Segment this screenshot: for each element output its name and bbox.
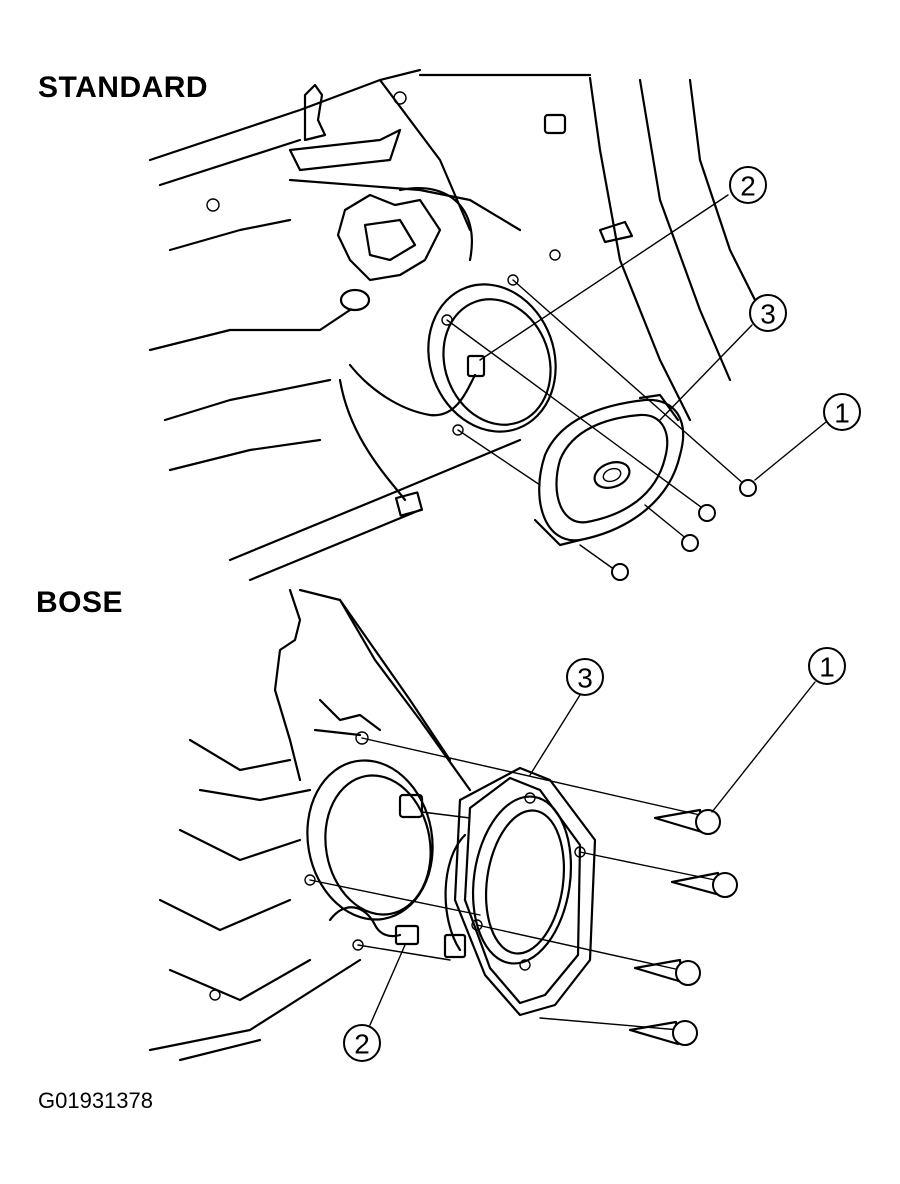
- standard-callout-speaker: 3: [659, 294, 787, 421]
- standard-callout-screw: 1: [754, 393, 861, 481]
- bose-callout-speaker: 3: [529, 658, 604, 776]
- figure-id: G01931378: [38, 1088, 153, 1113]
- bose-callout-connector: 2: [343, 944, 406, 1062]
- standard-callout-speaker-label: 3: [760, 299, 776, 330]
- standard-heading: STANDARD: [38, 71, 209, 104]
- bose-heading: BOSE: [36, 586, 124, 619]
- bose-callout-connector-label: 2: [354, 1029, 370, 1060]
- standard-door-panel: [148, 68, 772, 582]
- standard-callout-screw-label: 1: [834, 398, 850, 429]
- bose-speaker: [443, 766, 597, 1017]
- bose-callout-screw: 1: [711, 647, 846, 813]
- standard-connector: [466, 354, 486, 378]
- bose-connector: [394, 924, 420, 946]
- standard-callout-connector: 2: [479, 166, 767, 361]
- standard-callout-connector-label: 2: [740, 171, 756, 202]
- bose-door-panel: [148, 588, 472, 1062]
- standard-screws: [611, 479, 757, 581]
- bose-screws: [628, 808, 738, 1046]
- standard-speaker: [533, 393, 685, 547]
- bose-callout-speaker-label: 3: [577, 663, 593, 694]
- bose-callout-screw-label: 1: [819, 652, 835, 683]
